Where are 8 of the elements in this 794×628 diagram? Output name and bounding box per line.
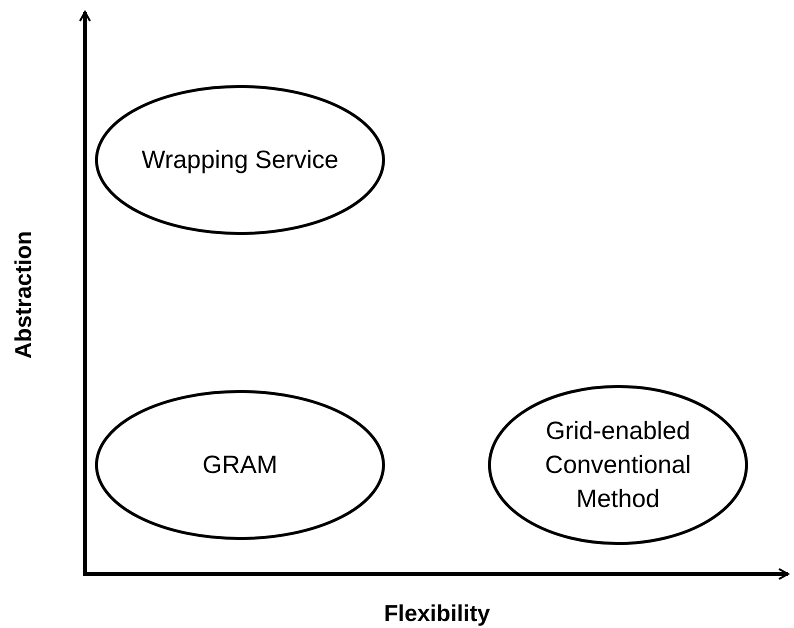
node-label: GRAM [202, 450, 278, 481]
ellipse-node [95, 390, 385, 540]
node-label: Wrapping Service [140, 145, 340, 176]
node-label: Grid-enabled Conventional Method [544, 416, 692, 515]
x-axis-label: Flexibility [384, 600, 490, 627]
y-axis-label: Abstraction [10, 231, 37, 359]
ellipse-node [95, 85, 385, 235]
ellipse-node [488, 385, 748, 545]
